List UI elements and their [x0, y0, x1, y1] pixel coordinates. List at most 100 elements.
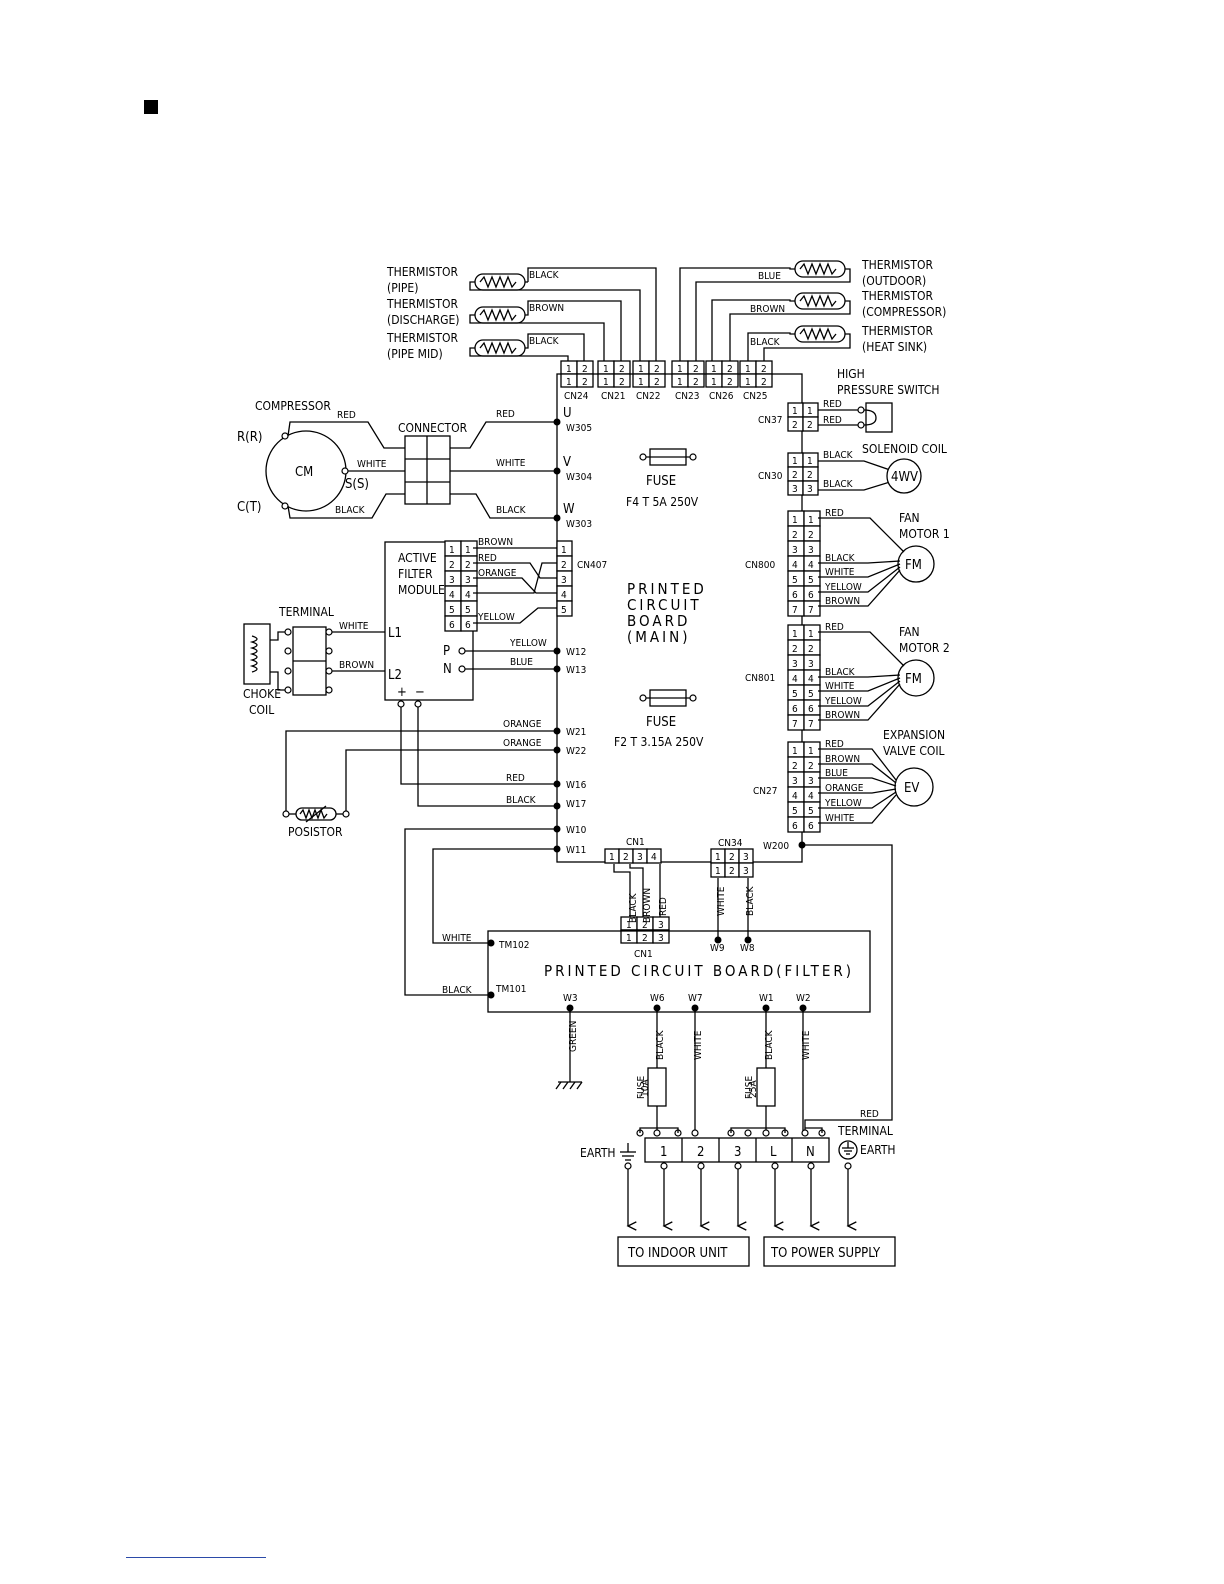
- cn37-pin-label: 1: [792, 406, 798, 417]
- afm-pin-label: 2: [465, 560, 471, 571]
- top-connector-pin: 1: [566, 377, 572, 388]
- top-connector-pin: 1: [677, 377, 683, 388]
- top-connector-pin: 2: [619, 364, 625, 375]
- svg-text:W9: W9: [710, 943, 725, 954]
- svg-text:(PIPE MID): (PIPE MID): [387, 347, 443, 361]
- cn30-pin-label: 3: [792, 484, 798, 495]
- terminal-screw: [653, 1129, 661, 1137]
- terminal-block: TERMINAL 1 2 3 L N EARTH EARTH: [580, 1124, 896, 1163]
- cn800-pin-label: 6: [792, 590, 798, 601]
- thermistor-outdoor: THERMISTOR (OUTDOOR) BLUE: [679, 258, 933, 361]
- terminal-screw: [801, 1129, 809, 1137]
- top-connector-pin: 1: [603, 364, 609, 375]
- svg-text:BLACK: BLACK: [745, 885, 756, 916]
- expansion-wire: [818, 794, 897, 824]
- cn30-pin-label: 2: [807, 470, 813, 481]
- svg-text:R(R): R(R): [237, 430, 262, 445]
- compressor: COMPRESSOR CM R(R) S(S) C(T) RED WHITE B…: [237, 399, 405, 519]
- cn801-pin-label: 4: [808, 674, 814, 685]
- svg-text:BLACK: BLACK: [823, 479, 854, 490]
- svg-text:BROWN: BROWN: [339, 660, 374, 671]
- svg-text:THERMISTOR: THERMISTOR: [861, 324, 933, 338]
- svg-text:CN801: CN801: [745, 673, 775, 684]
- cn34-cell: [738, 862, 754, 878]
- svg-text:CN1: CN1: [626, 837, 645, 848]
- cn1-lower-pin-label: 1: [626, 920, 632, 931]
- fan1-wire: [818, 517, 905, 553]
- terminal-output: [807, 1162, 815, 1170]
- pcb-filter: PRINTED CIRCUIT BOARD(FILTER) TM102 TM10…: [404, 828, 871, 1013]
- cn30-pin-label: 3: [807, 484, 813, 495]
- filter-terminal-label: W2: [796, 993, 811, 1004]
- cn407-pin-label: 3: [561, 575, 567, 586]
- filter-wire-label: BLACK: [655, 1029, 666, 1060]
- fan2-wire: [818, 631, 905, 667]
- fuse-f4: FUSE F4 T 5A 250V: [626, 448, 699, 509]
- svg-text:WHITE: WHITE: [442, 933, 472, 944]
- cn34-pin-label: 2: [729, 852, 735, 863]
- svg-text:BLACK: BLACK: [506, 795, 537, 806]
- svg-text:ACTIVE: ACTIVE: [398, 551, 437, 565]
- svg-text:COMPRESSOR: COMPRESSOR: [255, 399, 331, 413]
- svg-text:CN27: CN27: [753, 786, 777, 797]
- cn37-pin-label: 2: [807, 420, 813, 431]
- top-connector-pin: 1: [566, 364, 572, 375]
- svg-text:HIGH: HIGH: [837, 367, 865, 381]
- svg-text:V: V: [563, 455, 571, 470]
- svg-text:FUSE: FUSE: [636, 1076, 647, 1099]
- top-connector-pin: 2: [619, 377, 625, 388]
- choke-terminal: TERMINAL WHITE BROWN CHOKE COIL: [243, 605, 385, 717]
- top-connector-pin: 2: [582, 377, 588, 388]
- top-connector-pin: 2: [654, 364, 660, 375]
- top-connector-pin: 1: [711, 364, 717, 375]
- svg-text:BLACK: BLACK: [628, 892, 639, 923]
- svg-text:BLACK: BLACK: [529, 270, 560, 281]
- svg-text:CONNECTOR: CONNECTOR: [398, 421, 468, 435]
- top-connector-pin: 1: [745, 364, 751, 375]
- cn1-wires: CN1 BLACK BROWN RED CN1: [613, 837, 669, 960]
- cn27-pin-label: 3: [808, 776, 814, 787]
- cn27-pin-label: 4: [792, 791, 798, 802]
- svg-text:(DISCHARGE): (DISCHARGE): [387, 313, 460, 327]
- svg-text:FUSE: FUSE: [646, 715, 676, 730]
- svg-text:FUSE: FUSE: [646, 474, 676, 489]
- svg-text:MODULE: MODULE: [398, 583, 445, 597]
- terminal-screw: [744, 1129, 752, 1137]
- top-connector-cell: [648, 373, 666, 388]
- cn37-cell: [802, 416, 819, 432]
- terminal-output: [697, 1162, 705, 1170]
- svg-text:W17: W17: [566, 799, 586, 810]
- svg-text:BOARD: BOARD: [627, 612, 690, 630]
- thermistor-pipe: THERMISTOR (PIPE) BLACK: [386, 265, 657, 361]
- fuse-f2: FUSE F2 T 3.15A 250V: [614, 689, 704, 749]
- svg-text:THERMISTOR: THERMISTOR: [386, 265, 458, 279]
- afm-pin-label: 6: [449, 620, 455, 631]
- cn1-pin-label: 3: [637, 852, 643, 863]
- cn801-pin-label: 5: [792, 689, 798, 700]
- svg-text:(PIPE): (PIPE): [387, 281, 418, 295]
- svg-text:CN1: CN1: [634, 949, 653, 960]
- svg-text:L1: L1: [388, 626, 402, 641]
- cn27-cell: [803, 816, 821, 833]
- top-connector-pin: 2: [761, 364, 767, 375]
- top-connector-cell: [576, 373, 594, 388]
- cn27-pin-label: 4: [808, 791, 814, 802]
- svg-text:BLACK: BLACK: [750, 337, 781, 348]
- cn407-pin-label: 5: [561, 605, 567, 616]
- afm-pin-label: 5: [449, 605, 455, 616]
- svg-text:BLACK: BLACK: [335, 505, 366, 516]
- top-connector-pin: 2: [582, 364, 588, 375]
- cn407-pin-label: 2: [561, 560, 567, 571]
- filter-terminal-label: W3: [563, 993, 578, 1004]
- fan2-wire-label: BROWN: [825, 710, 860, 721]
- svg-text:ORANGE: ORANGE: [503, 719, 542, 730]
- afm-pin-label: 3: [465, 575, 471, 586]
- svg-text:CN30: CN30: [758, 471, 783, 482]
- expansion-wire-label: ORANGE: [825, 783, 864, 794]
- top-connector-pin: 2: [693, 377, 699, 388]
- cn801-cell: [803, 714, 821, 731]
- posistor: POSISTOR: [282, 805, 350, 839]
